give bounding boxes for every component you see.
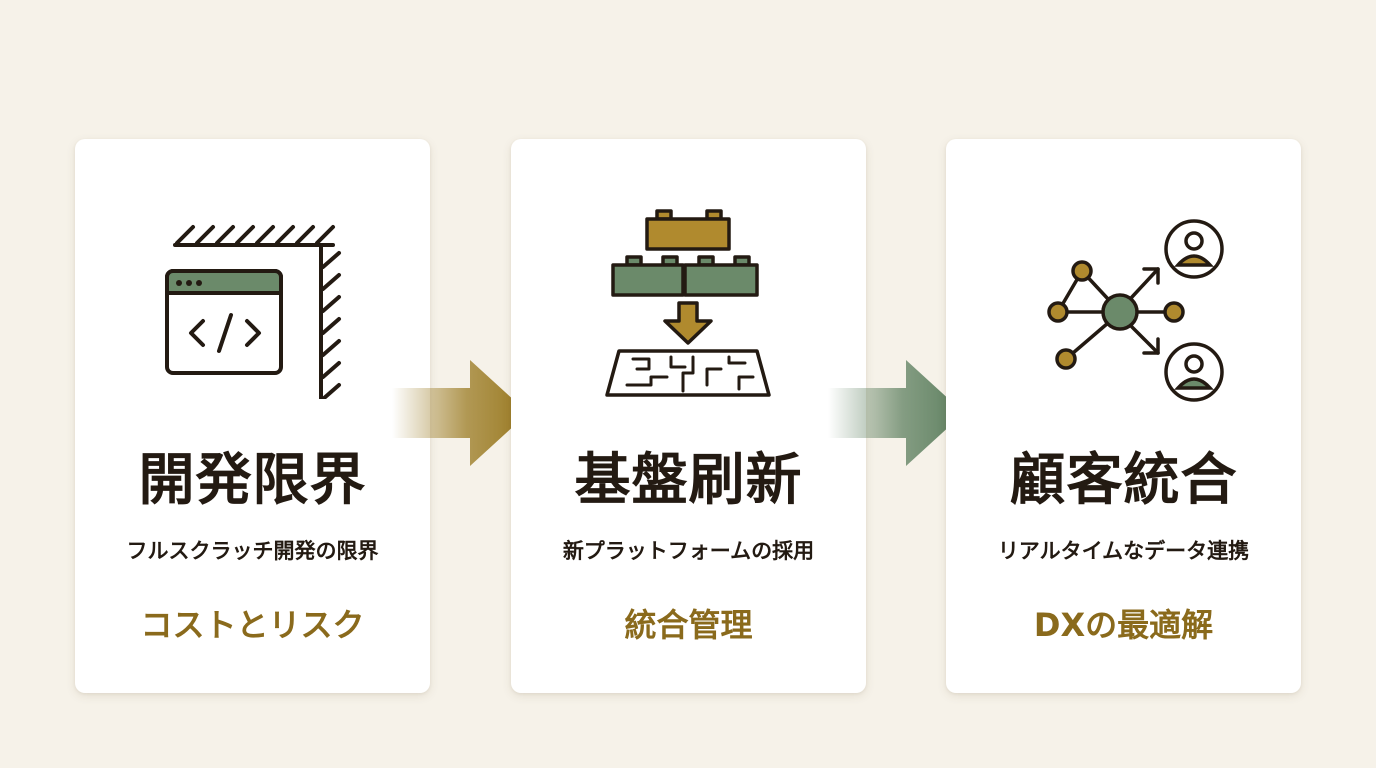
card-title: 基盤刷新 (574, 447, 803, 513)
arrow-right-icon (828, 360, 964, 466)
card-customer-integration: 顧客統合 リアルタイムなデータ連携 DXの最適解 (946, 139, 1301, 693)
card-keyword: DXの最適解 (1033, 606, 1214, 644)
card-platform-renewal: 基盤刷新 新プラットフォームの採用 統合管理 (511, 139, 866, 693)
icon-area (75, 199, 430, 419)
blocks-to-platform-icon (604, 209, 771, 397)
card-subtitle: リアルタイムなデータ連携 (997, 539, 1250, 563)
card-title: 開発限界 (138, 447, 367, 513)
card-title: 顧客統合 (1009, 447, 1238, 513)
card-development-limit: 開発限界 フルスクラッチ開発の限界 コストとリスク (75, 139, 430, 693)
arrow-right-icon (392, 360, 528, 466)
card-keyword: 統合管理 (624, 606, 753, 644)
card-keyword: コストとリスク (140, 606, 365, 644)
icon-area (946, 199, 1301, 419)
card-subtitle: フルスクラッチ開発の限界 (126, 539, 379, 563)
code-window-wall-icon (164, 225, 341, 399)
network-users-icon (1046, 219, 1224, 402)
icon-area (511, 199, 866, 419)
card-subtitle: 新プラットフォームの採用 (562, 539, 815, 563)
